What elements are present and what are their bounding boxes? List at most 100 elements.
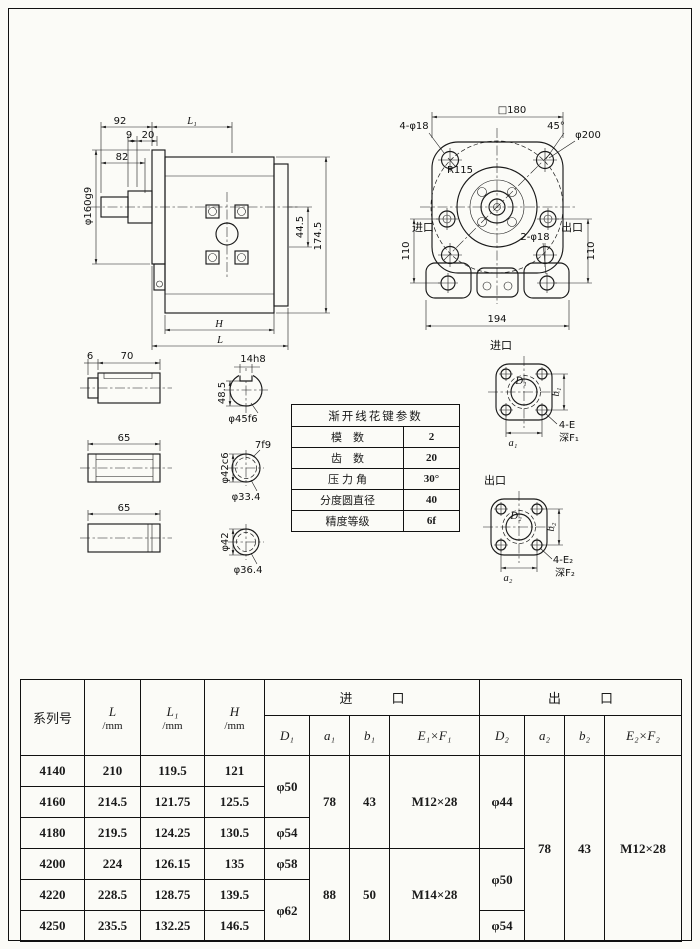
cell: 4160: [20, 786, 85, 818]
dim-110-right-label: 110: [586, 241, 597, 260]
cell: 50: [349, 848, 390, 942]
outlet-depth-label: 深F₂: [555, 567, 575, 579]
spline-row: 精度等级 6f: [291, 510, 460, 532]
outlet-D2-label: D₂: [509, 511, 522, 522]
header-E1F1: E₁×F₁: [388, 715, 481, 756]
table-row: 4250 235.5 132.25 146.5 φ54: [20, 910, 682, 942]
dim-phi42c6-label: φ42c6: [220, 452, 231, 483]
header-a2: a₂: [524, 715, 566, 756]
inlet-port-detail: 进口 D₁ b₁ a₁ 4-E 深F₁: [488, 339, 579, 449]
cell: 4200: [20, 848, 85, 880]
cell: 130.5: [204, 817, 265, 849]
dim-square180-label: □180: [498, 105, 527, 116]
outlet-4E2-label: 4-E₂: [553, 555, 573, 566]
cell: M12×28: [388, 755, 481, 849]
outlet-port-detail: 出口 D₂ b₂ a₂ 4-E₂ 深F₂: [483, 473, 575, 584]
cell: 219.5: [84, 817, 141, 849]
outlet-port-title: 出口: [484, 473, 506, 487]
cell: 78: [524, 755, 566, 942]
cell: M14×28: [388, 848, 481, 942]
inlet-depth-label: 深F₁: [559, 432, 579, 444]
dim-phi200-label: φ200: [575, 130, 601, 141]
cell: 135: [204, 848, 265, 880]
header-D2: D₂: [479, 715, 526, 756]
dim-phi42-label: φ42: [220, 532, 231, 551]
cell: 146.5: [204, 910, 265, 942]
header-outlet-group: 出 口: [479, 679, 683, 716]
shaft-spline-detail: 65 7f9 φ42c6 φ33.4: [80, 433, 271, 503]
header-H: H /mm: [204, 679, 265, 756]
table-header-row-2: D₁ a₁ b₁ E₁×F₁ D₂ a₂ b₂ E₂×F₂: [21, 715, 683, 756]
dim-44-5-label: 44.5: [295, 216, 306, 238]
inlet-port-title: 进口: [490, 339, 512, 352]
dim-174-5-label: 174.5: [313, 222, 324, 251]
spline-parameters-table: 渐开线花键参数 模 数 2 齿 数 20 压 力 角 30° 分度圆直径 40 …: [291, 404, 460, 532]
dim-L1-label: L₁: [186, 116, 197, 127]
cell: 132.25: [140, 910, 205, 942]
dim-82-label: 82: [116, 152, 129, 163]
header-L1: L₁ /mm: [140, 679, 205, 756]
spline-row: 压 力 角 30°: [291, 468, 460, 490]
cell: 4140: [20, 755, 85, 787]
cell: 121.75: [140, 786, 205, 818]
cell: 4180: [20, 817, 85, 849]
spline-param-value: 2: [403, 426, 460, 448]
header-H-symbol: H: [229, 703, 240, 719]
header-b1: b₁: [349, 715, 390, 756]
header-series: 系列号: [20, 679, 85, 756]
cell: φ54: [264, 817, 310, 849]
cell: 124.25: [140, 817, 205, 849]
spline-param-value: 6f: [403, 510, 460, 532]
cell: 125.5: [204, 786, 265, 818]
header-L1-unit: /mm: [162, 719, 183, 732]
dim-110-left-label: 110: [401, 241, 412, 260]
dim-45deg-label: 45°: [547, 121, 565, 132]
outlet-a2-label: a₂: [504, 573, 513, 584]
shaft-plain-detail: 65 φ42 φ36.4: [80, 503, 264, 576]
header-E2F2: E₂×F₂: [604, 715, 683, 756]
technical-drawing: 92 L₁ 9 20 82 φ160g9 44.: [80, 105, 601, 584]
spline-param-label: 压 力 角: [291, 468, 404, 490]
dim-9-label: 9: [126, 130, 132, 141]
cell: 235.5: [84, 910, 141, 942]
dim-20-label: 20: [142, 130, 155, 141]
cell: φ54: [479, 910, 526, 942]
cell: 210: [84, 755, 141, 787]
cell: 88: [309, 848, 350, 942]
dim-194-label: 194: [487, 314, 506, 325]
spline-row: 模 数 2: [291, 426, 460, 448]
dim-flange-dia-label: φ160g9: [83, 187, 94, 225]
inlet-b1-label: b₁: [551, 388, 562, 397]
cell: 43: [564, 755, 606, 942]
cell: 78: [309, 755, 350, 849]
cell: 121: [204, 755, 265, 787]
dim-14h8-label: 14h8: [240, 354, 265, 365]
pump-side-view: 92 L₁ 9 20 82 φ160g9 44.: [83, 116, 330, 350]
header-a1: a₁: [309, 715, 350, 756]
pump-front-view: □180 45° φ200 4-φ18 R115 进口 出口 110: [399, 105, 601, 330]
dim-65b-label: 65: [118, 503, 131, 514]
dim-r115-label: R115: [447, 165, 473, 176]
table-row: 4140 210 119.5 121 φ50 78 43 M12×28 φ44 …: [20, 755, 683, 942]
header-D1: D₁: [264, 715, 310, 756]
spline-param-label: 分度圆直径: [291, 489, 404, 511]
dim-2xphi18-label: 2-φ18: [520, 232, 549, 243]
header-L: L /mm: [84, 679, 141, 756]
dim-70-label: 70: [121, 351, 134, 362]
spline-table-title: 渐开线花键参数: [291, 404, 460, 427]
header-L-unit: /mm: [102, 719, 123, 732]
spline-param-value: 20: [403, 447, 460, 469]
header-inlet-group: 进 口: [263, 679, 481, 716]
cell: 43: [349, 755, 390, 849]
shaft-keyed-detail: 6 70 14h8 48.5 φ45f6: [80, 351, 268, 425]
spline-param-label: 精度等级: [291, 510, 404, 532]
dim-phi45f6-label: φ45f6: [228, 414, 257, 425]
dim-phi33-4-label: φ33.4: [232, 492, 261, 503]
header-H-unit: /mm: [224, 719, 245, 732]
table-row: 4200 224 126.15 135 φ58 88 50 M14×28 φ50: [20, 848, 682, 942]
header-b2: b₂: [564, 715, 606, 756]
dimension-table: 系列号 L /mm L₁ /mm H /mm 进 口 出 口 D₁ a₁: [20, 679, 683, 942]
inlet-a1-label: a₁: [509, 438, 518, 449]
outlet-label: 出口: [561, 220, 583, 234]
